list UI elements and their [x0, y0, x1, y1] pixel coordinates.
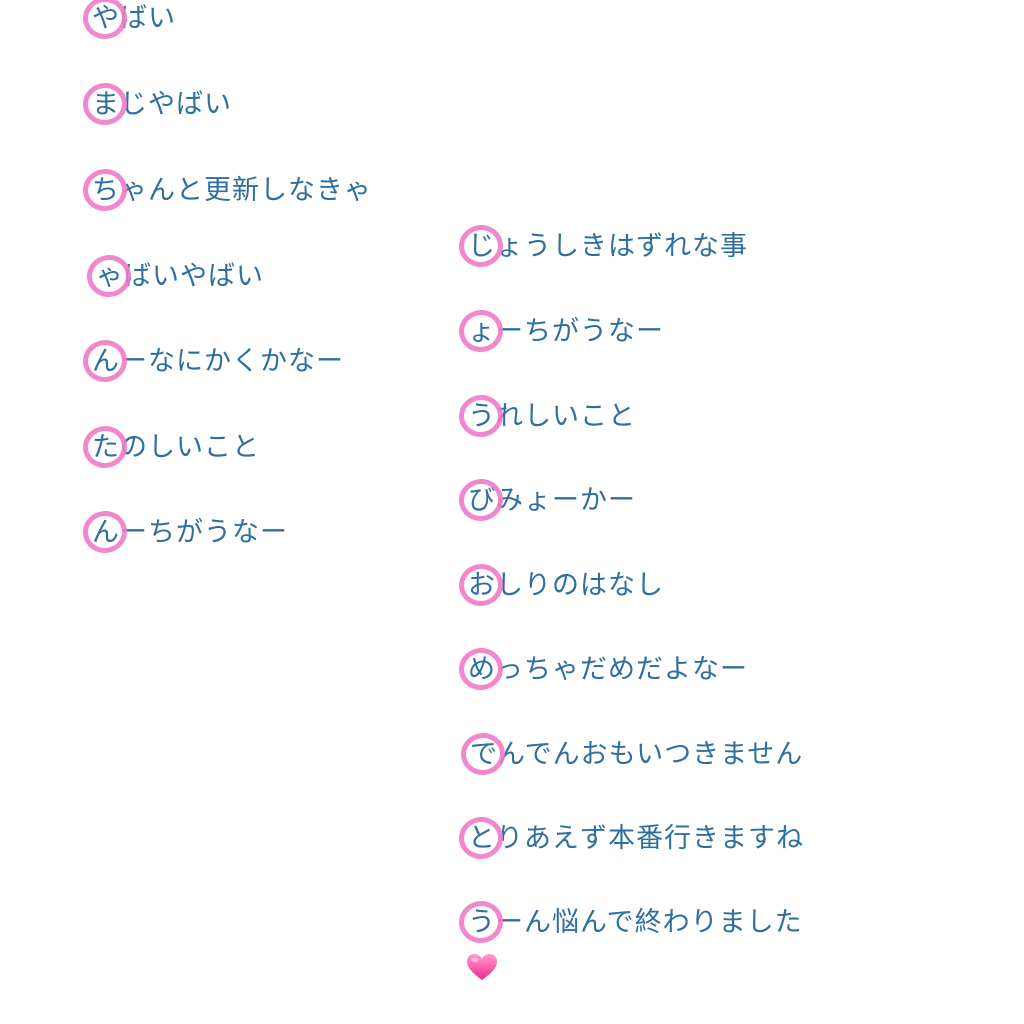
first-char: お: [468, 570, 496, 601]
pink-circle-mark: [456, 898, 506, 946]
first-char: や: [92, 3, 120, 34]
pink-circle-mark: [456, 222, 506, 270]
first-char: う: [468, 907, 496, 938]
pink-circle-mark: [80, 508, 130, 556]
line-rest: ーなにかくかなー: [120, 346, 344, 377]
first-char: と: [468, 823, 496, 854]
pink-circle-mark: [456, 814, 506, 862]
pink-circle-mark: [80, 337, 130, 385]
left-line-6: たのしいこと: [80, 423, 260, 471]
line-rest: ーちがうなー: [496, 316, 664, 347]
line-rest: んでんおもいつきません: [498, 739, 804, 770]
first-char: ま: [92, 89, 120, 120]
line-rest: のしいこと: [120, 432, 260, 463]
left-line-5: んーなにかくかなー: [80, 337, 344, 385]
pink-circle-mark: [80, 166, 130, 214]
left-line-1: やばい: [80, 0, 176, 42]
pink-circle-mark: [80, 423, 130, 471]
line-rest: っちゃだめだよなー: [496, 654, 748, 685]
line-rest: りあえず本番行きますね: [496, 823, 804, 854]
line-rest: ゃんと更新しなきゃ: [120, 175, 372, 206]
first-char: で: [470, 739, 498, 770]
right-line-6: めっちゃだめだよなー: [456, 645, 748, 693]
right-line-5: おしりのはなし: [456, 561, 664, 609]
right-line-4: びみょーかー: [456, 476, 636, 524]
right-line-1: じょうしきはずれな事: [456, 222, 748, 270]
left-line-4: ゃばいやばい: [84, 252, 264, 300]
first-char: ん: [92, 346, 120, 377]
pink-circle-mark: [80, 0, 130, 42]
pink-heart-icon: [467, 954, 497, 980]
pink-circle-mark: [84, 252, 134, 300]
right-line-9: うーん悩んで終わりました: [456, 898, 803, 946]
line-rest: れしいこと: [496, 401, 636, 432]
line-rest: しりのはなし: [496, 570, 664, 601]
line-rest: ょうしきはずれな事: [496, 231, 748, 262]
first-char: ち: [92, 175, 120, 206]
left-line-2: まじやばい: [80, 80, 232, 128]
first-char: び: [468, 485, 496, 516]
pink-circle-mark: [458, 730, 508, 778]
line-rest: ーちがうなー: [120, 517, 288, 548]
pink-circle-mark: [456, 645, 506, 693]
first-char: ゃ: [96, 261, 124, 292]
pink-circle-mark: [456, 307, 506, 355]
right-line-3: うれしいこと: [456, 392, 636, 440]
pink-circle-mark: [456, 476, 506, 524]
left-line-3: ちゃんと更新しなきゃ: [80, 166, 372, 214]
right-line-2: ょーちがうなー: [456, 307, 664, 355]
left-line-7: んーちがうなー: [80, 508, 288, 556]
first-char: ょ: [468, 316, 496, 347]
right-line-8: とりあえず本番行きますね: [456, 814, 804, 862]
pink-circle-mark: [80, 80, 130, 128]
line-rest: ーん悩んで終わりました: [496, 907, 803, 938]
first-char: ん: [92, 517, 120, 548]
line-rest: ばいやばい: [124, 261, 264, 292]
right-line-7: でんでんおもいつきません: [458, 730, 804, 778]
pink-circle-mark: [456, 392, 506, 440]
first-char: め: [468, 654, 496, 685]
first-char: じ: [468, 231, 496, 262]
line-rest: みょーかー: [496, 485, 636, 516]
line-rest: ばい: [120, 3, 176, 34]
first-char: う: [468, 401, 496, 432]
line-rest: じやばい: [120, 89, 232, 120]
first-char: た: [92, 432, 120, 463]
pink-circle-mark: [456, 561, 506, 609]
